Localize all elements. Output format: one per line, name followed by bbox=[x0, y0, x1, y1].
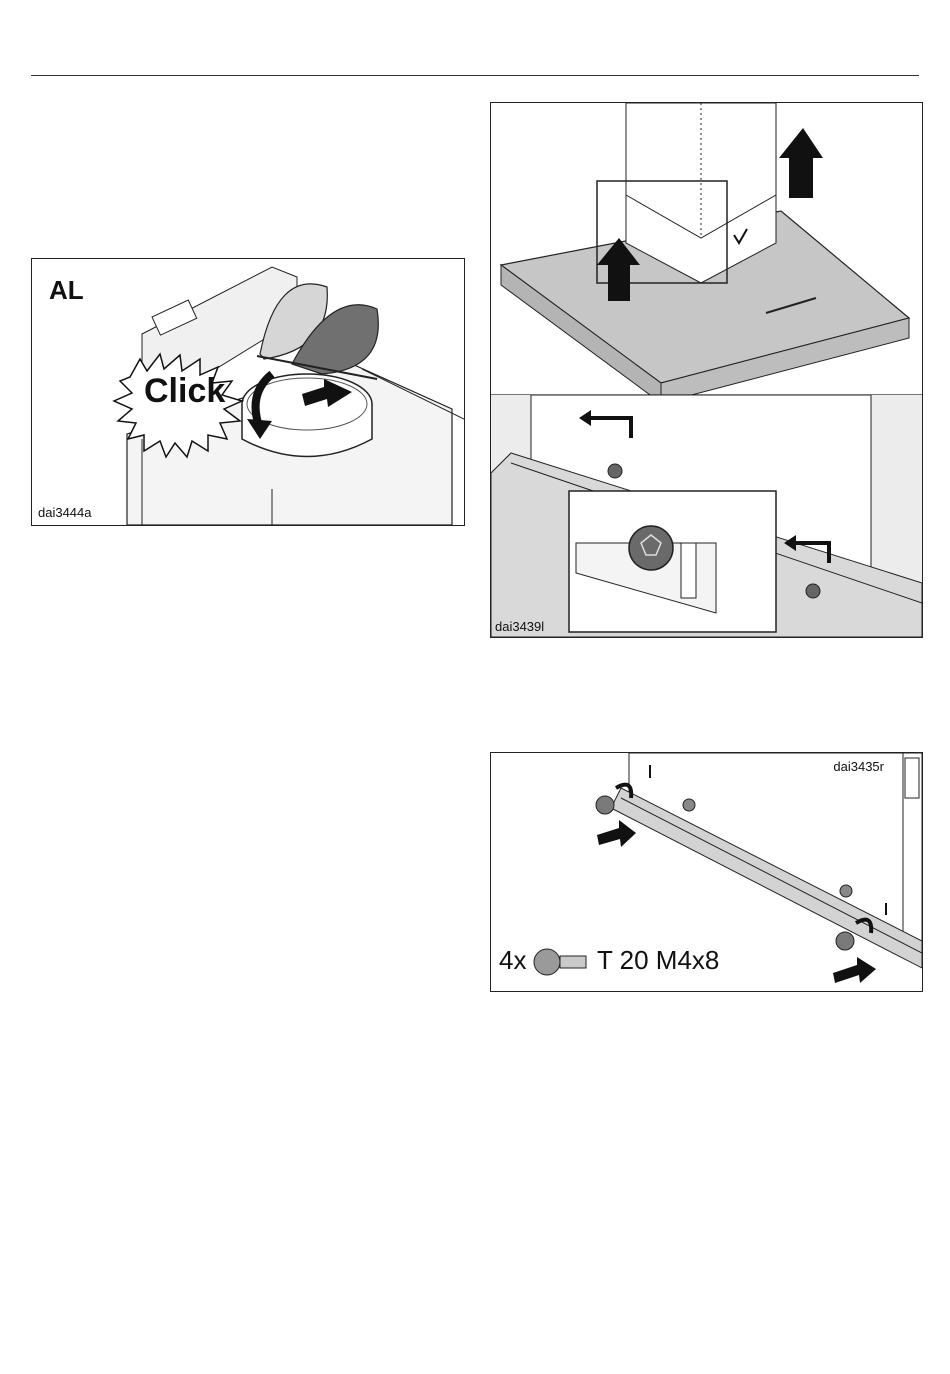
figure-code: dai3435r bbox=[833, 759, 884, 774]
al-illustration bbox=[32, 259, 464, 525]
figure-code: dai3439l bbox=[495, 619, 544, 634]
figure-code: dai3444a bbox=[38, 505, 92, 520]
figure-screws: dai3435r 4x T 20 M4x8 bbox=[490, 752, 923, 992]
screw-quantity: 4x bbox=[499, 945, 526, 976]
lift-illustration bbox=[491, 103, 922, 637]
header-rule bbox=[31, 75, 919, 76]
al-label: AL bbox=[49, 275, 84, 306]
figure-lift-chimney: dai3439l bbox=[490, 102, 923, 638]
screw-spec: T 20 M4x8 bbox=[597, 945, 719, 976]
figure-al-click: AL Click dai3444a bbox=[31, 258, 465, 526]
click-text: Click bbox=[144, 372, 225, 411]
